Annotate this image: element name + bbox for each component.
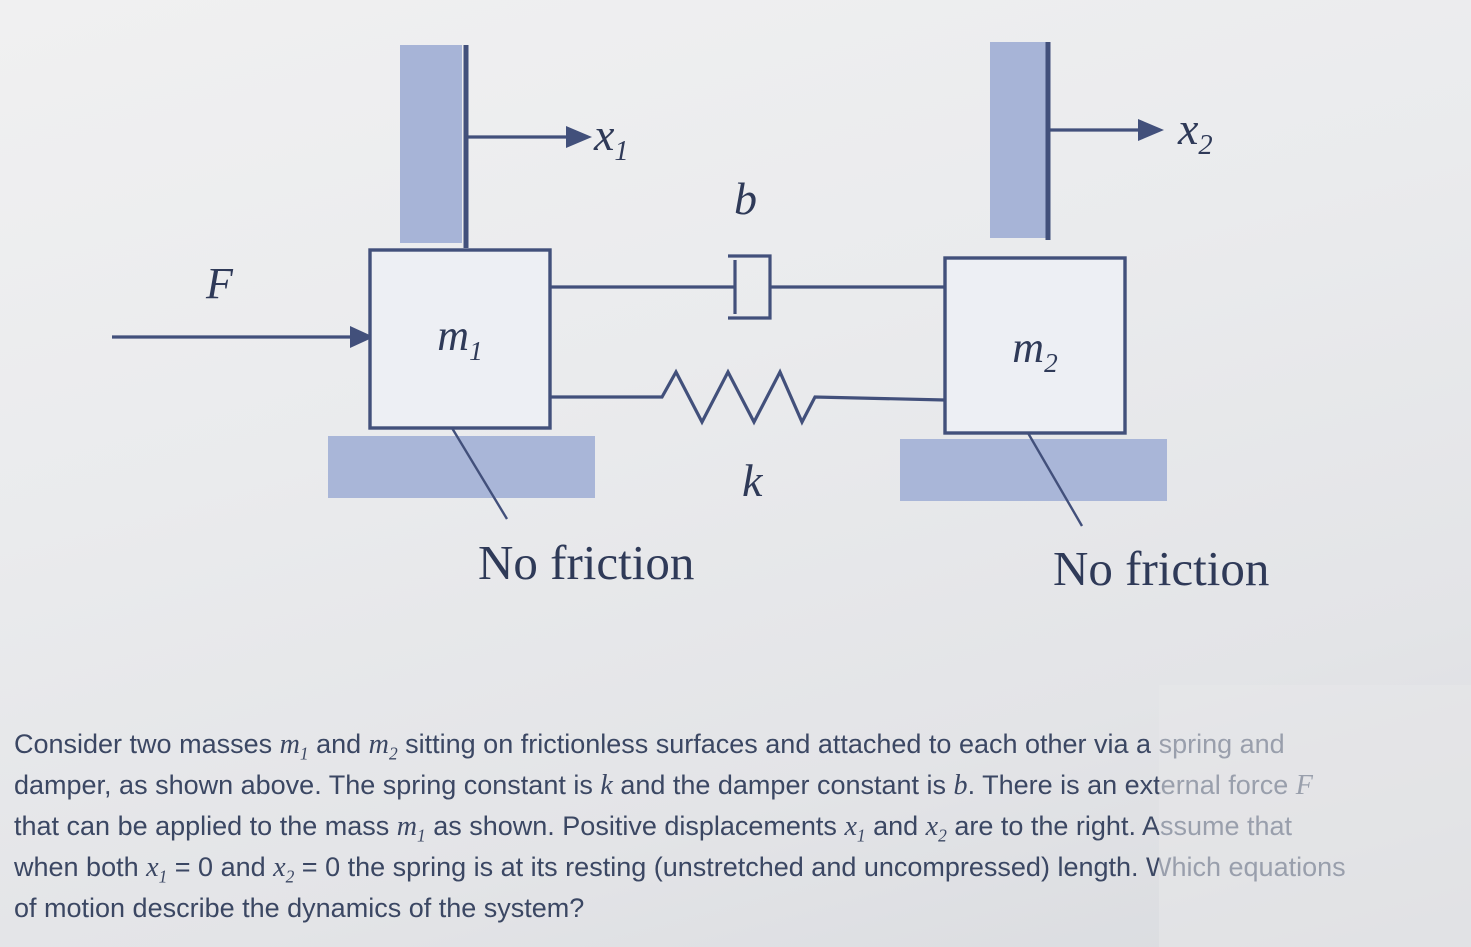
right-ground [900, 439, 1167, 501]
label-force-f: F [206, 259, 233, 308]
spring-symbol [550, 368, 946, 426]
label-x2: x2 [1178, 103, 1213, 162]
damper-symbol [550, 254, 945, 320]
x1-arrow-head-icon [566, 126, 592, 148]
label-m1: m1 [437, 311, 483, 366]
mass-m1-box [368, 248, 552, 430]
left-wall [400, 45, 462, 243]
no-friction-label-left: No friction [478, 535, 695, 590]
force-arrow-head-icon [350, 326, 374, 348]
right-wall [990, 42, 1048, 238]
photo-corner-highlight [1159, 685, 1471, 947]
label-spring-k: k [742, 455, 763, 506]
x2-arrow-head-icon [1138, 119, 1164, 141]
no-friction-label-right: No friction [1053, 541, 1270, 596]
label-m2: m2 [1012, 323, 1058, 378]
label-x1: x1 [594, 109, 629, 168]
left-no-friction-pointer-line [450, 427, 509, 520]
right-no-friction-pointer-line [1026, 432, 1084, 527]
mass-m2-box [943, 256, 1127, 435]
left-ground [328, 436, 595, 498]
mass-spring-damper-diagram: x1 x2 b F m1 m2 k No friction No frictio… [112, 42, 1270, 596]
diagram-canvas [112, 42, 1167, 527]
label-damper-b: b [734, 173, 757, 224]
